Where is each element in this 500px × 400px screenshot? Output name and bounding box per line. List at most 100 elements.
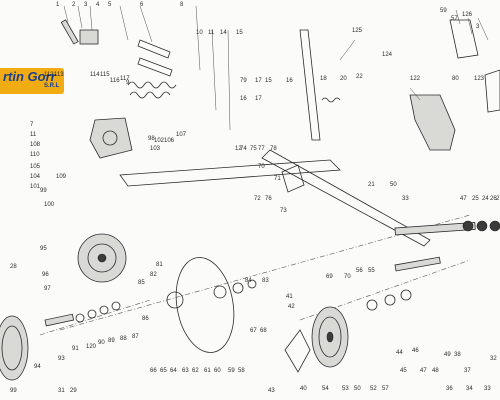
part-callout: 59: [228, 368, 235, 374]
ring-1: [366, 299, 378, 311]
part-callout: 77: [258, 146, 265, 152]
part-callout: 28: [10, 264, 17, 270]
pulley-large-hub: [97, 253, 107, 263]
part-callout: 73: [280, 208, 287, 214]
axis-line-lower: [39, 299, 151, 336]
part-callout: 53: [342, 386, 349, 392]
part-callout: 54: [322, 386, 329, 392]
part-callout: 42: [288, 304, 295, 310]
washer-2: [87, 309, 97, 319]
part-callout: 108: [30, 142, 41, 148]
part-callout: 74: [240, 146, 247, 152]
part-callout: 67: [250, 328, 257, 334]
part-callout: 40: [300, 386, 307, 392]
part-callout: 99: [40, 188, 47, 194]
part-callout: 16: [240, 96, 247, 102]
part-callout: 112: [44, 72, 54, 78]
part-callout: 31: [58, 388, 65, 394]
support-plate: [449, 19, 479, 59]
part-callout: 102: [154, 138, 165, 144]
part-callout: 65: [160, 368, 167, 374]
part-callout: 16: [286, 78, 293, 84]
coil-spring-2: [129, 91, 171, 99]
part-callout: 18: [320, 76, 327, 82]
pulley-large-inner: [87, 243, 117, 273]
bushing-3: [489, 220, 500, 232]
rod-part: [60, 19, 79, 45]
part-callout: 84: [245, 278, 252, 284]
part-callout: 37: [464, 368, 471, 374]
part-callout: 50: [354, 386, 361, 392]
ring-2: [384, 294, 396, 306]
part-callout: 64: [170, 368, 177, 374]
part-callout: 63: [182, 368, 189, 374]
part-callout: 90: [98, 340, 105, 346]
ring-3: [400, 289, 412, 301]
part-callout: 69: [326, 274, 333, 280]
shaft-segment: [44, 313, 75, 327]
part-callout: 52: [370, 386, 377, 392]
part-callout: 29: [70, 388, 77, 394]
part-callout: 70: [258, 164, 265, 170]
part-callout: 105: [30, 164, 41, 170]
part-callout: 34: [466, 386, 473, 392]
part-callout: 57: [451, 16, 458, 22]
part-callout: 4: [96, 2, 100, 8]
part-callout: 57: [382, 386, 389, 392]
drum-wheel-ring: [1, 325, 23, 371]
hook-plate: [484, 69, 500, 113]
part-callout: 50: [390, 182, 397, 188]
part-callout: 103: [150, 146, 161, 152]
shaft-right: [394, 256, 441, 272]
washer-3: [99, 305, 109, 315]
part-callout: 120: [86, 344, 97, 350]
disk-mid-2: [213, 285, 227, 299]
part-callout: 38: [454, 352, 461, 358]
part-callout: 116: [110, 78, 120, 84]
part-callout: 49: [444, 352, 451, 358]
part-callout: 71: [274, 176, 281, 182]
disk-mid-4: [247, 279, 257, 289]
link-bar: [137, 39, 171, 59]
part-callout: 44: [396, 350, 403, 356]
part-callout: 46: [412, 348, 419, 354]
part-callout: 124: [382, 52, 393, 58]
hub-small: [102, 130, 118, 146]
disk-mid-1: [166, 291, 184, 309]
gear-sector: [281, 164, 305, 193]
part-callout: 47: [420, 368, 427, 374]
part-callout: 43: [268, 388, 275, 394]
part-callout: 12: [235, 146, 242, 152]
part-callout: 89: [108, 338, 115, 344]
washer-1: [75, 313, 85, 323]
part-callout: 8: [180, 2, 184, 8]
part-callout: 58: [238, 368, 245, 374]
part-callout: 107: [176, 132, 187, 138]
frame-diagonal: [261, 149, 431, 247]
part-callout: 15: [265, 78, 272, 84]
part-callout: 11: [30, 132, 37, 138]
part-callout: 27: [496, 196, 500, 202]
part-callout: 68: [260, 328, 267, 334]
leader-lines: [63, 5, 489, 131]
part-callout: 87: [132, 334, 139, 340]
part-callout: 78: [270, 146, 277, 152]
part-callout: 22: [356, 74, 363, 80]
part-callout: 99: [10, 388, 17, 394]
coil-spring: [127, 81, 177, 89]
pulley-right-inner: [318, 316, 342, 358]
part-callout: 47: [460, 196, 467, 202]
part-callout: 60: [214, 368, 221, 374]
part-callout: 117: [120, 76, 130, 82]
part-callout: 85: [138, 280, 145, 286]
part-callout: 80: [452, 76, 459, 82]
rotor-blade: [284, 329, 311, 373]
part-callout: 123: [474, 76, 485, 82]
part-callout: 17: [255, 96, 262, 102]
part-callout: 25: [472, 196, 479, 202]
part-callout: 21: [368, 182, 375, 188]
disk-mid-3: [232, 282, 244, 294]
part-callout: 104: [30, 174, 41, 180]
part-callout: 48: [432, 368, 439, 374]
part-callout: 93: [58, 356, 65, 362]
